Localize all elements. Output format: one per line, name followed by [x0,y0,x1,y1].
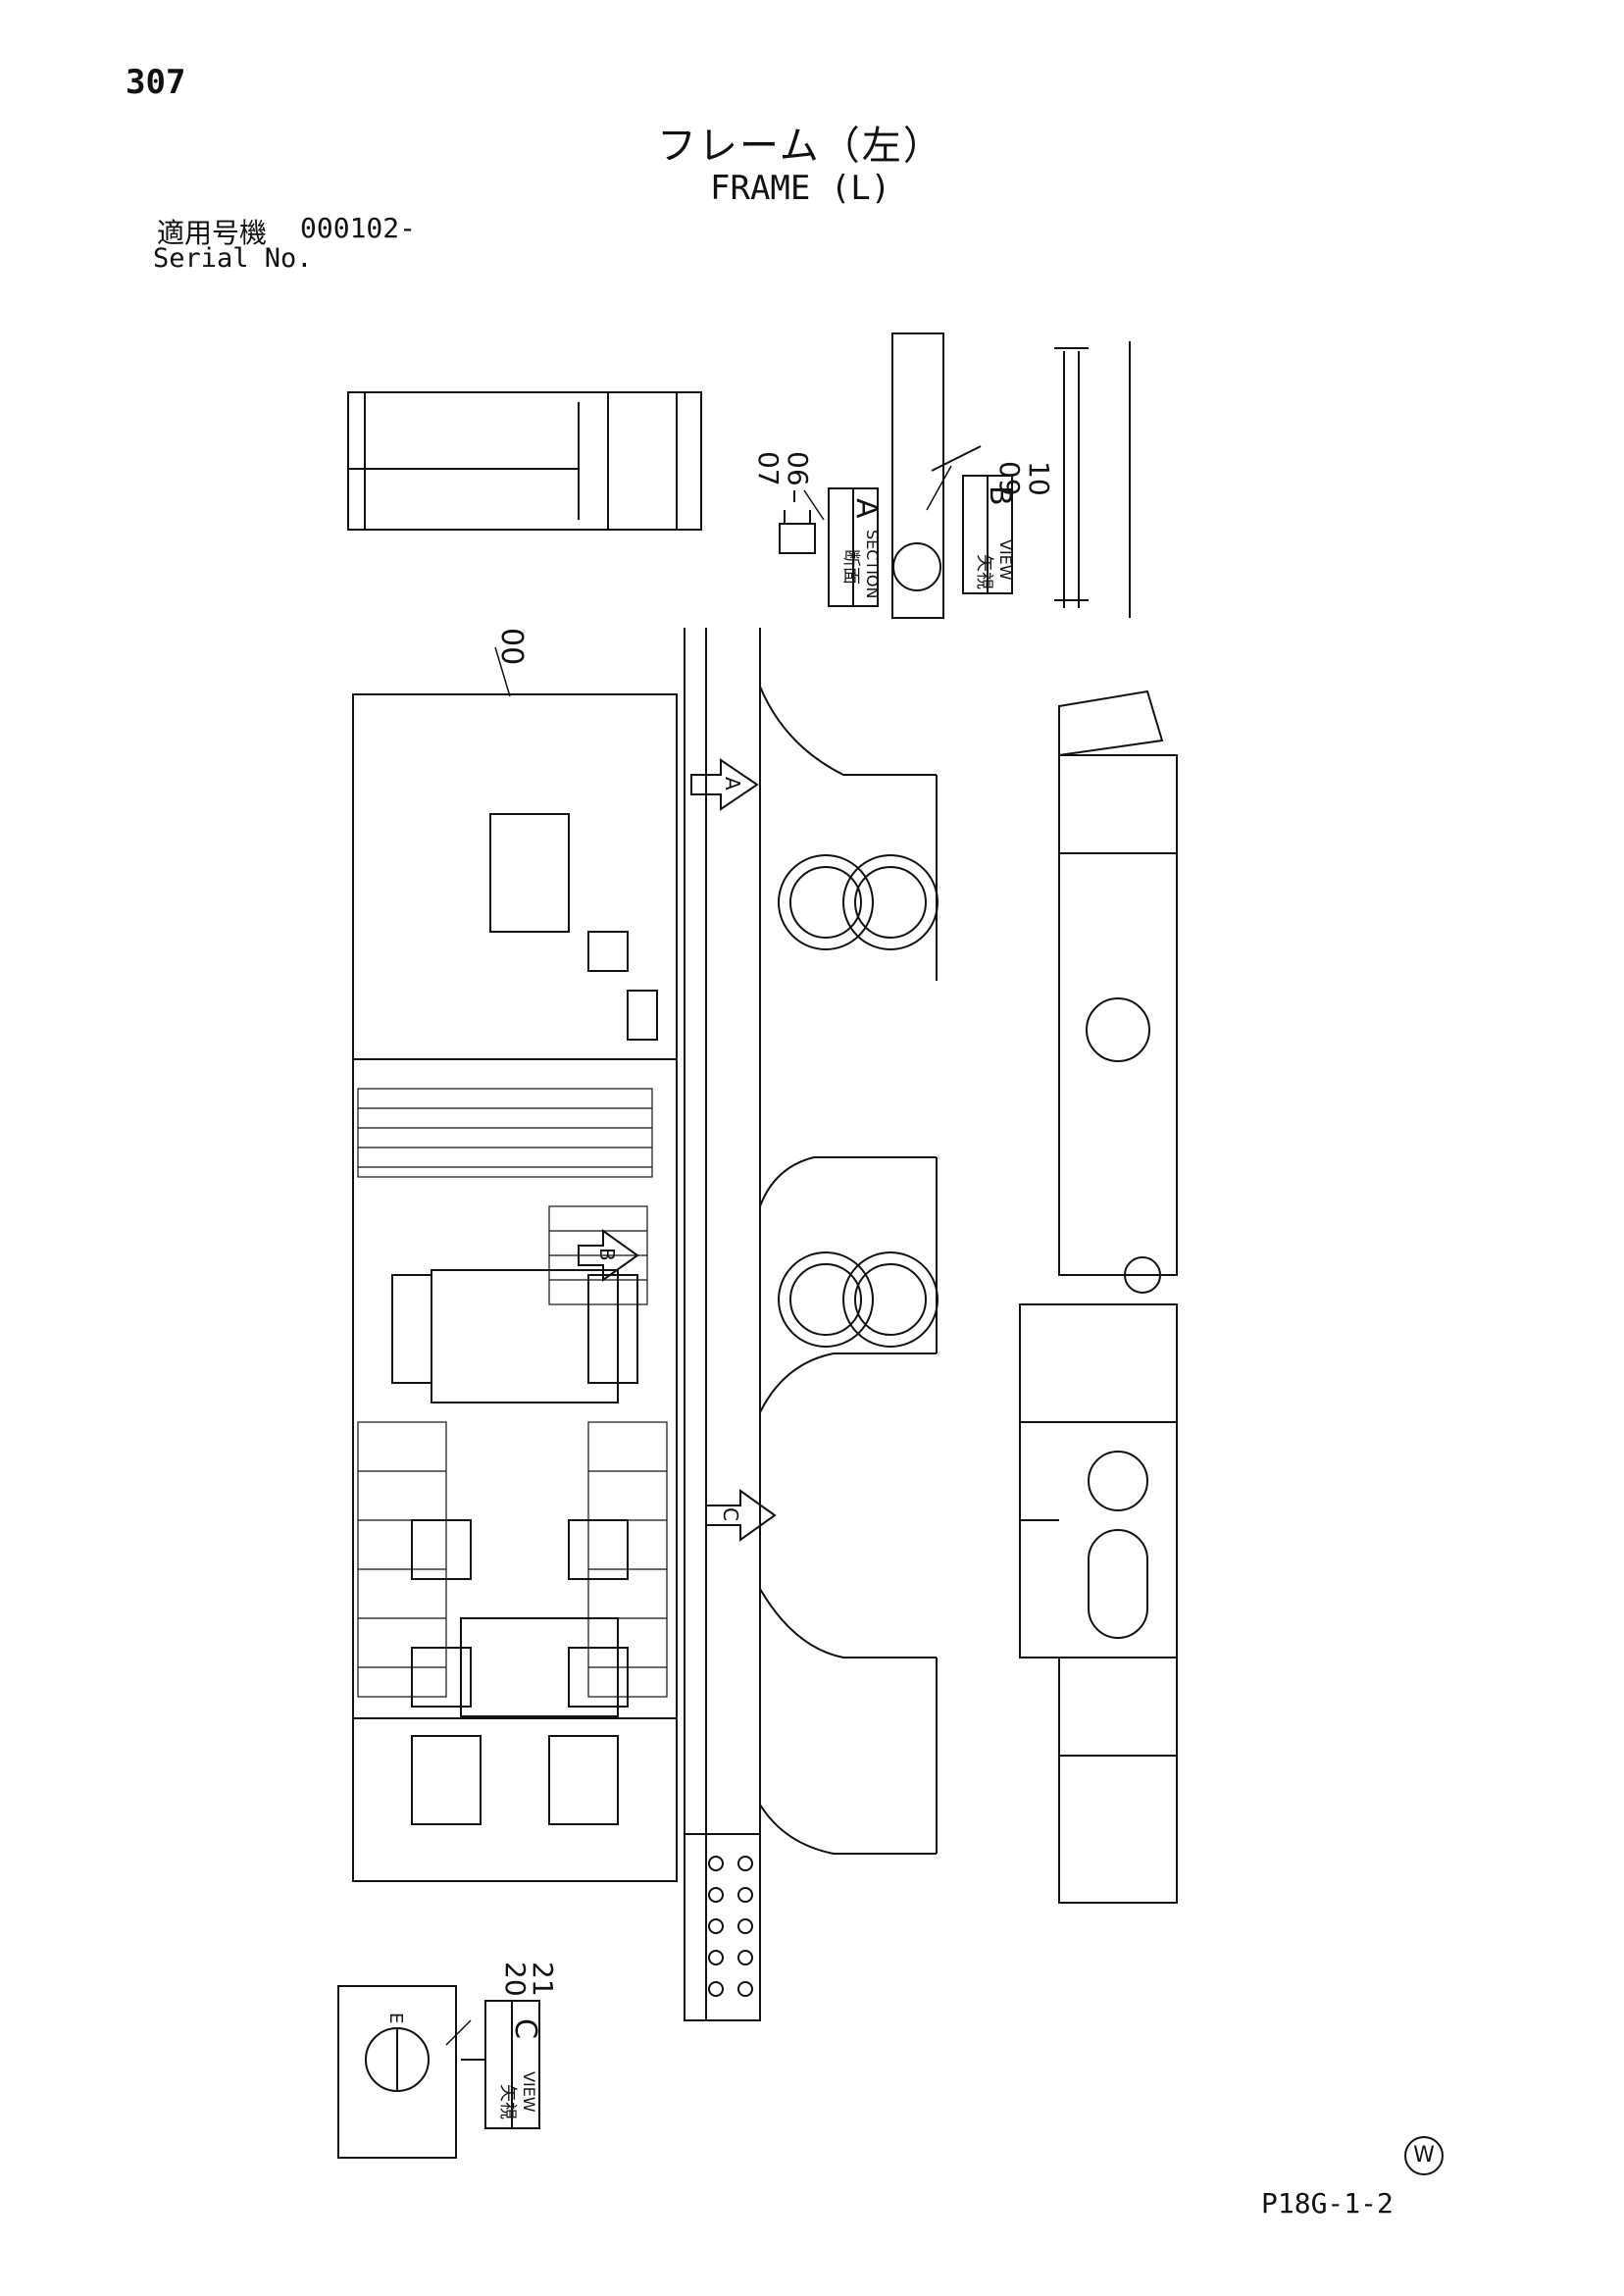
detail-e-label: E [385,2013,406,2023]
leader-lines [445,465,952,2046]
arrow-b-letter: B [595,1248,619,1261]
serial-label-japanese: 適用号機 [157,217,268,249]
callout-section-a-part-1: 07 [752,451,785,486]
serial-number-value: 000102- [300,212,417,244]
view-b-label-jp: 矢視 [974,554,994,589]
bolt-pattern [708,1856,753,1997]
callout-view-b-part-2: 10 [1023,461,1055,496]
view-b-detail [891,332,1131,619]
callout-view-c-part-1: 20 [499,1962,532,1997]
page-number: 307 [126,63,186,102]
callout-section-a-part-2: 06 [782,451,814,486]
page-title-english: FRAME (L) [710,169,891,208]
main-frame-plan [352,693,678,1882]
view-b-label-en: VIEW [996,539,1015,581]
arrow-a-letter: A [721,777,744,791]
drawing-code: P18G-1-2 [1261,2187,1394,2219]
serial-label-english: Serial No. [153,243,313,274]
grating-areas [357,1088,668,1698]
arrow-markers [578,758,777,1542]
arrow-c-letter: C [719,1507,742,1521]
side-elevation-view [1019,689,1178,1904]
section-a-detail [779,487,879,607]
view-c-detail [337,1985,540,2159]
w-symbol-mark: W [1404,2136,1444,2175]
top-left-component [347,391,702,531]
view-c-label-jp: 矢視 [497,2084,518,2119]
view-b-letter: B [983,485,1017,506]
view-c-label-en: VIEW [520,2071,538,2113]
section-a-letter: A [849,498,884,519]
view-c-letter: C [508,2018,542,2039]
callout-view-c-part-2: 21 [527,1962,559,1997]
callout-view-b-part-1: 09 [993,461,1026,496]
section-a-label-jp: 断面 [840,549,861,585]
callout-main-frame: 00 [494,628,529,665]
bearing-circles [778,854,939,1348]
section-a-label-en: SECTION [863,530,882,599]
center-side-rails [684,628,938,2021]
page-title-japanese: フレーム（左） [657,124,944,169]
